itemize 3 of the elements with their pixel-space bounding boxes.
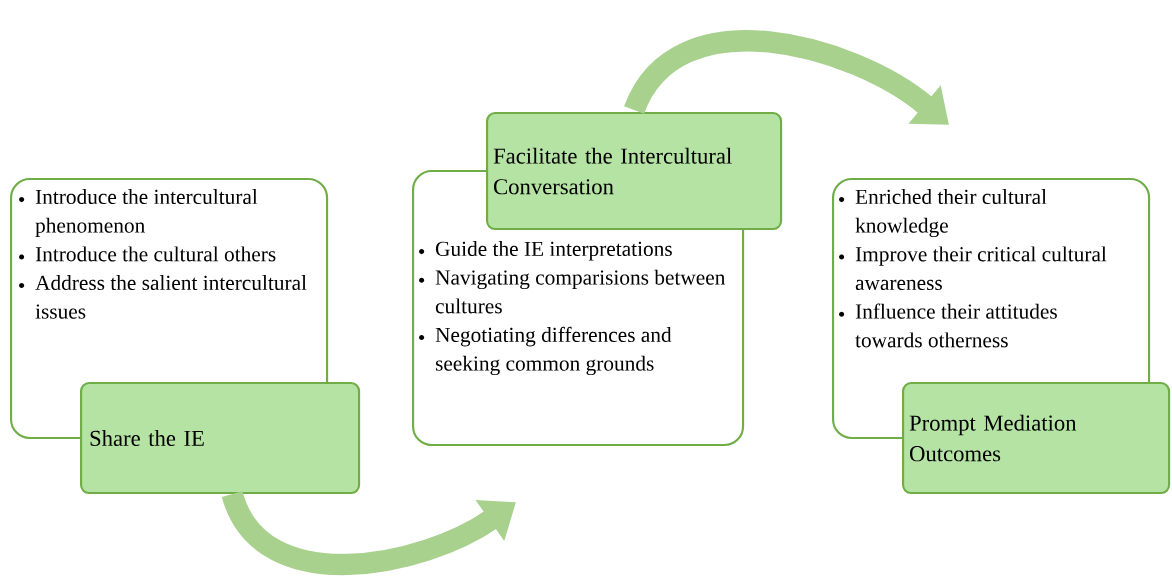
label-box: Prompt Mediation Outcomes xyxy=(902,382,1171,495)
label-box: Facilitate the Intercultural Conversation xyxy=(486,112,783,231)
label-box: Share the IE xyxy=(80,382,361,495)
